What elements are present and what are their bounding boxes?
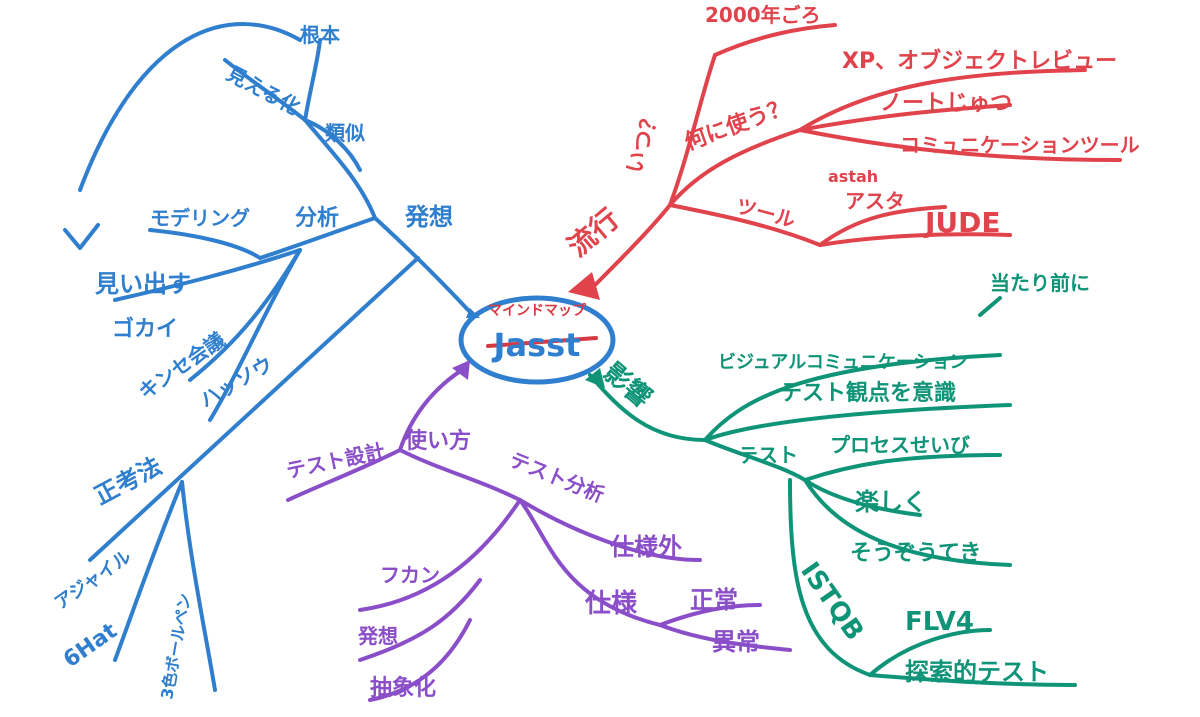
- blue-branch-lines: [63, 22, 472, 692]
- red-branch-lines: [588, 23, 1122, 292]
- green-branch-lines: [588, 296, 1077, 687]
- purple-hassou-label: 発想: [357, 624, 398, 648]
- blue-sixhat-label: 6Hat: [59, 618, 122, 673]
- blue-kotoba-label: 見い出す: [95, 270, 191, 298]
- center-main-label: Jasst: [492, 326, 581, 364]
- purple-connector-wedge: [452, 360, 470, 380]
- red-note-label: ノートじゅつ: [880, 91, 1012, 116]
- blue-root-label: 発想: [404, 203, 453, 231]
- center-node: [458, 295, 616, 385]
- purple-seijou-label: 正常: [690, 586, 738, 614]
- red-comm-label: コミュニケーションツール: [900, 133, 1140, 157]
- purple-ijou-label: 異常: [712, 628, 760, 656]
- green-istqb-label: ISTQB: [794, 557, 869, 646]
- blue-connector-wedge: [466, 308, 480, 318]
- green-process-label: プロセスせいび: [830, 433, 971, 457]
- blue-gokai-label: ゴカイ: [112, 316, 178, 342]
- purple-fuka-label: フカン: [380, 563, 440, 587]
- red-year-label: 2000年ごろ: [705, 3, 821, 27]
- red-when-label: いつ？: [622, 106, 666, 177]
- green-root-label: 影響: [598, 357, 658, 414]
- red-root-label: 流行: [561, 202, 625, 263]
- green-flv4-label: FLV4: [905, 607, 974, 637]
- purple-branch-lines: [286, 366, 792, 702]
- green-test-label: テスト: [738, 443, 798, 467]
- green-visual-label: ビジュアルコミュニケーション: [718, 352, 967, 373]
- purple-design-label: テスト設計: [284, 439, 387, 483]
- red-astah-small-label: astah: [828, 167, 878, 186]
- green-note-label: 当たり前に: [990, 271, 1090, 295]
- green-shishin-label: 探索的テスト: [905, 658, 1049, 686]
- purple-shiyougai-label: 仕様外: [609, 533, 682, 561]
- red-astah-label: アスタ: [845, 189, 905, 213]
- center-top-label: マインドマップ: [488, 303, 587, 319]
- blue-modeling-label: モデリング: [150, 206, 250, 230]
- purple-chuushou-label: 抽象化: [370, 675, 436, 701]
- blue-mieruka-label: 見える化: [223, 61, 304, 119]
- blue-konpon-label: 根本: [300, 23, 340, 47]
- purple-root-label: 使い方: [404, 428, 471, 454]
- red-jude-label: JUDE: [923, 206, 1001, 239]
- green-testview-label: テスト観点を意識: [780, 380, 956, 406]
- blue-ruiji-label: 類似: [325, 121, 365, 145]
- green-connector-wedge: [585, 368, 605, 388]
- red-howuse-label: 何に使う？: [681, 94, 793, 156]
- red-connector-wedge: [568, 272, 600, 300]
- purple-shiyou-label: 仕様: [584, 588, 638, 619]
- blue-sanen-label: 3色ボールペン: [157, 592, 194, 701]
- blue-cutoff-label: 分析: [295, 206, 339, 231]
- green-tanoshiku-label: 楽しく: [855, 488, 927, 516]
- purple-analysis-label: テスト分析: [506, 447, 608, 507]
- red-xp-label: XP、オブジェクトレビュー: [842, 48, 1117, 74]
- green-souzou-label: そうぞうてき: [850, 541, 981, 566]
